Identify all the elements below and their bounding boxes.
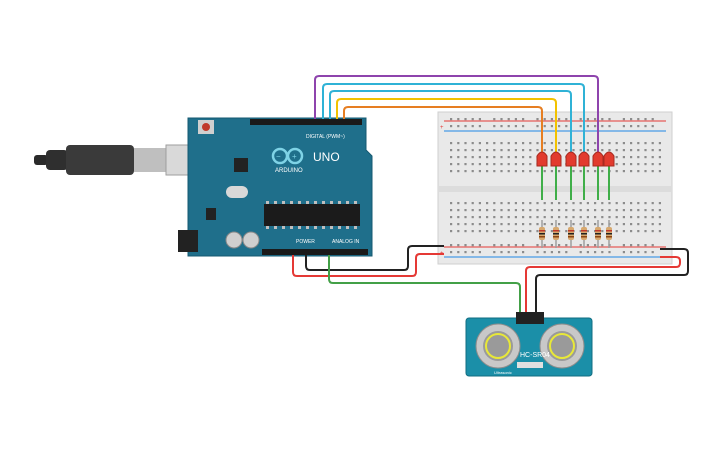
usb-chip <box>234 158 248 172</box>
wire-black-arduino <box>305 245 444 271</box>
resistor-6 <box>606 220 612 248</box>
led-1 <box>536 151 548 200</box>
sensor-pin-header <box>516 312 544 324</box>
wire-red-arduino <box>292 253 444 277</box>
power-jack <box>178 230 198 252</box>
power-wires <box>292 245 689 318</box>
wire-cyan <box>322 83 585 152</box>
capacitor-1 <box>225 231 243 249</box>
digital-header-label: DIGITAL (PWM~) <box>306 134 345 140</box>
svg-text:−: − <box>276 152 281 161</box>
rail-plus-top: + <box>440 125 444 131</box>
ultrasonic-sensor: HC-SR04 Ultrasonic <box>465 312 593 377</box>
wire-red-rail <box>525 256 681 318</box>
microcontroller-chip <box>264 204 360 226</box>
usb-cable <box>34 144 207 176</box>
led-2 <box>550 151 562 200</box>
svg-text:+: + <box>292 152 297 161</box>
led-5 <box>592 151 604 200</box>
analog-label: ANALOG IN <box>332 239 360 245</box>
resistor-row <box>539 220 612 248</box>
resistor-2 <box>553 220 559 248</box>
wire-yellow <box>336 98 557 152</box>
wire-orange <box>343 106 543 152</box>
led-6 <box>603 151 615 200</box>
led-row <box>536 151 615 200</box>
sensor-label: HC-SR04 <box>520 352 550 359</box>
wire-cyan-2 <box>329 90 572 152</box>
resistor-5 <box>595 220 601 248</box>
chip-pins <box>266 201 357 229</box>
capacitor-2 <box>242 231 260 249</box>
wire-black-rail <box>535 248 689 318</box>
led-3 <box>565 151 577 200</box>
resistor-1 <box>539 220 545 248</box>
arduino-logo: − + <box>271 147 304 165</box>
digital-header <box>250 119 362 125</box>
sensor-sub-label: Ultrasonic <box>494 370 512 375</box>
resistor-3 <box>568 220 574 248</box>
arduino-board: − + UNO ARDUINO DIGITAL (PWM~) POWER ANA… <box>178 117 373 257</box>
power-analog-header <box>262 249 368 255</box>
power-label: POWER <box>296 239 315 245</box>
resistor-4 <box>581 220 587 248</box>
breadboard-holes <box>450 118 661 254</box>
crystal <box>226 186 248 198</box>
board-model: UNO <box>313 150 340 164</box>
wire-purple <box>314 75 599 152</box>
board-brand: ARDUINO <box>275 168 303 174</box>
led-4 <box>578 151 590 200</box>
wire-green-sensor <box>328 255 521 318</box>
digital-wires <box>314 75 599 152</box>
